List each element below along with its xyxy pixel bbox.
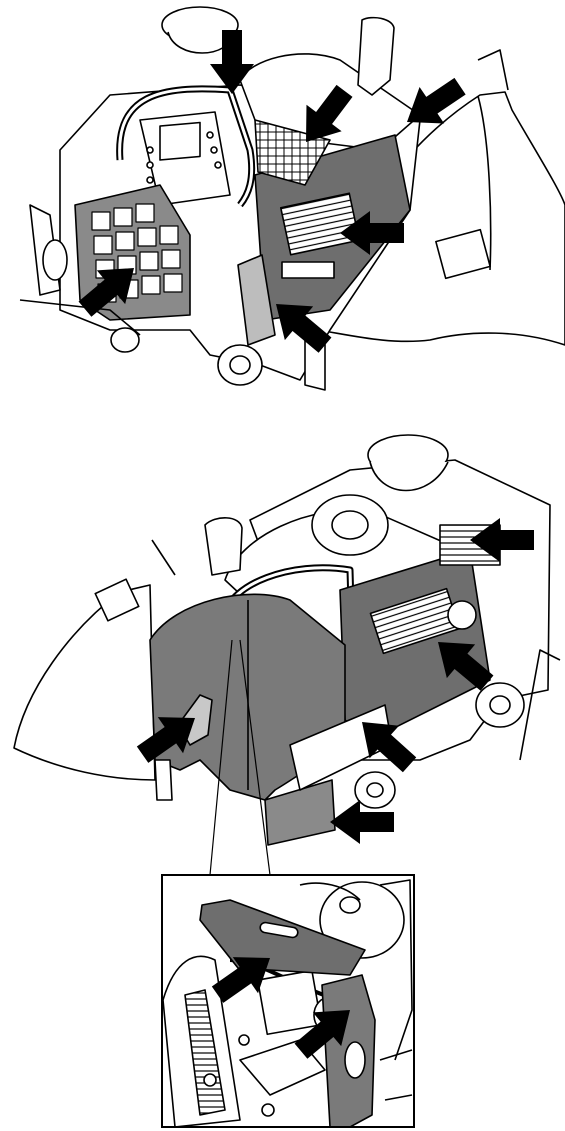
wheel [110,327,140,353]
top-view [19,6,565,391]
middle-view [13,434,561,876]
top-plate [199,899,366,976]
detail-inset [161,874,415,1128]
bumper-box [264,779,336,846]
blade-guard [13,584,156,781]
